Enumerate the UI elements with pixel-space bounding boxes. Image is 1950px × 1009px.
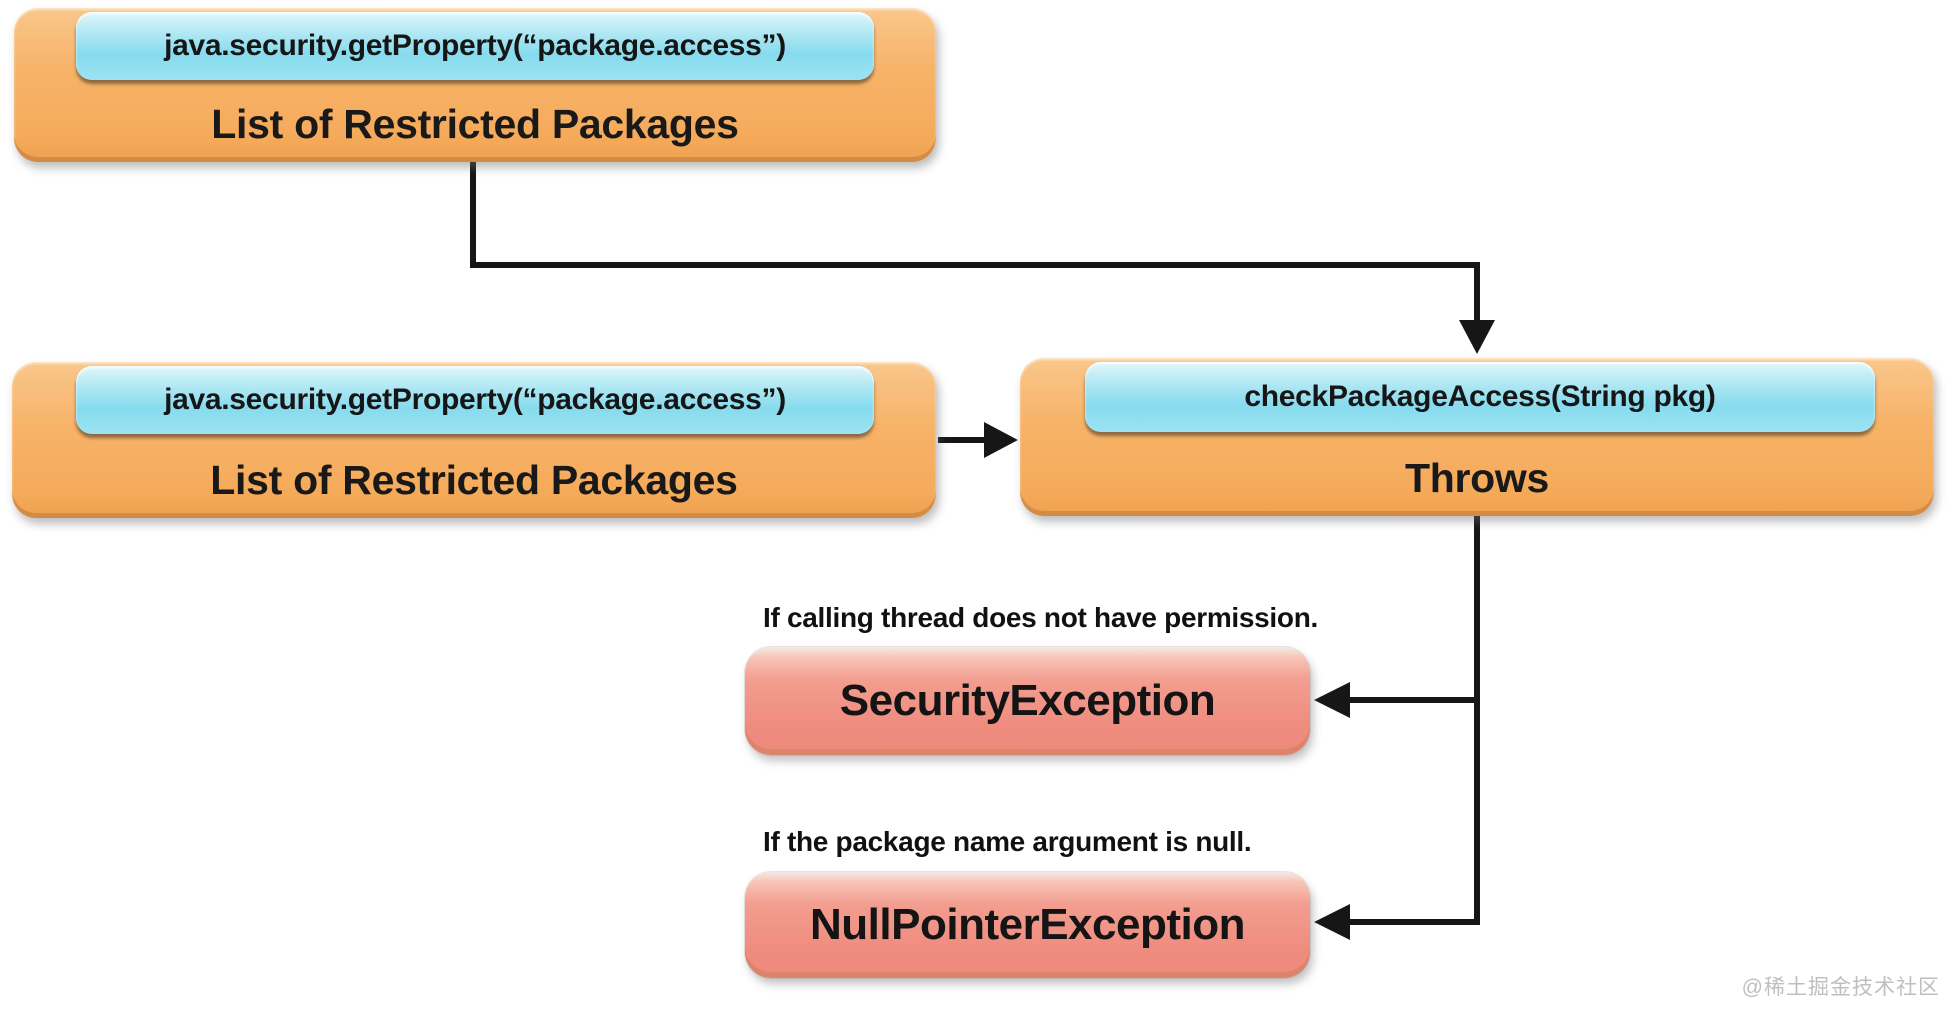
node-nullpointer-exception: NullPointerException <box>745 872 1310 978</box>
connector-top-source-to-check <box>470 162 1480 322</box>
method-call-label: java.security.getProperty(“package.acces… <box>164 29 786 62</box>
node-restricted-packages-top-title: List of Restricted Packages <box>211 100 739 147</box>
method-call-label: checkPackageAccess(String pkg) <box>1244 380 1716 413</box>
arrowhead-left-into-security <box>1314 682 1350 718</box>
node-restricted-packages-mid-title: List of Restricted Packages <box>210 456 738 503</box>
node-check-package-access-title: Throws <box>1405 454 1549 501</box>
node-restricted-packages-top-method-bar: java.security.getProperty(“package.acces… <box>76 12 874 80</box>
condition-nullpointer-exception: If the package name argument is null. <box>763 826 1252 857</box>
arrowhead-down-into-check <box>1459 320 1495 354</box>
watermark: @稀土掘金技术社区 <box>1741 976 1940 999</box>
node-check-package-access: checkPackageAccess(String pkg) Throws <box>1020 358 1934 516</box>
arrowhead-left-into-nullpointer <box>1314 904 1350 940</box>
node-restricted-packages-top: java.security.getProperty(“package.acces… <box>14 8 936 162</box>
arrowhead-right-into-check <box>984 422 1018 458</box>
connector-throws-to-nullpointer <box>1348 516 1480 925</box>
node-restricted-packages-mid-method-bar: java.security.getProperty(“package.acces… <box>76 366 874 434</box>
method-call-label: java.security.getProperty(“package.acces… <box>164 383 786 416</box>
node-restricted-packages-mid: java.security.getProperty(“package.acces… <box>12 362 936 518</box>
condition-security-exception: If calling thread does not have permissi… <box>763 602 1319 633</box>
node-check-package-access-method-bar: checkPackageAccess(String pkg) <box>1085 362 1875 432</box>
node-security-exception: SecurityException <box>745 647 1310 755</box>
